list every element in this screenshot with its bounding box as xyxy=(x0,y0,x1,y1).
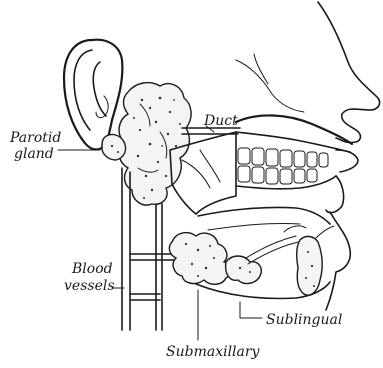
parotid-label-line2: gland xyxy=(14,146,54,162)
blood-vessels-label-line1: Blood xyxy=(71,261,113,277)
parotid-label-line1: Parotid xyxy=(9,130,61,146)
upper-teeth xyxy=(238,148,328,167)
mouth xyxy=(170,115,352,230)
lower-teeth xyxy=(238,166,317,184)
ear xyxy=(64,40,122,150)
submaxillary-gland xyxy=(169,233,298,285)
parotid-gland xyxy=(102,83,191,205)
duct-label: Duct xyxy=(203,113,238,129)
sublingual-label: Sublingual xyxy=(266,312,342,328)
blood-vessels-label-line2: vessels xyxy=(64,278,115,294)
submaxillary-label: Submaxillary xyxy=(166,344,261,360)
